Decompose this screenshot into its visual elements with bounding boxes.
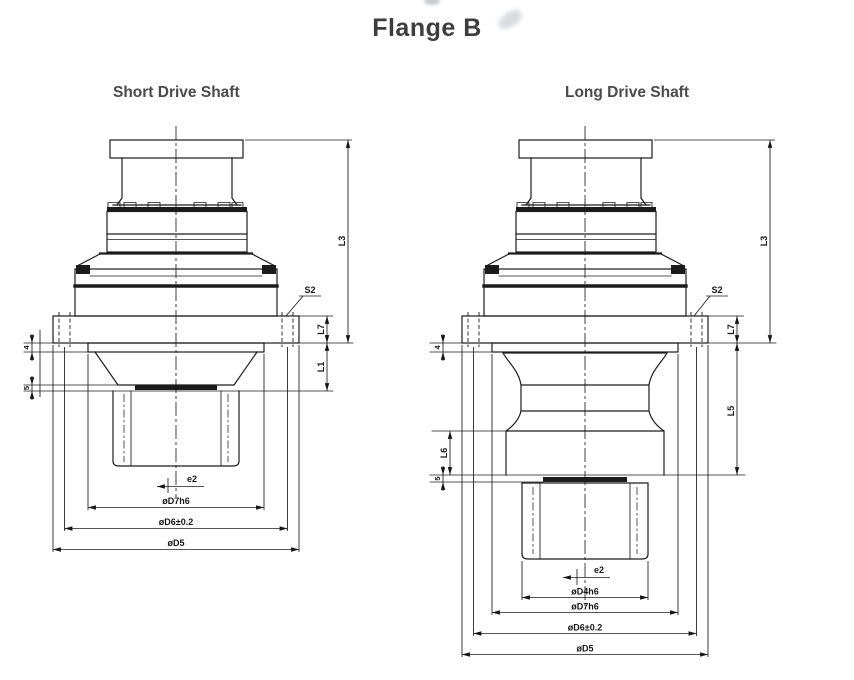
short-shaft-lower-outline bbox=[23, 342, 354, 467]
dim-label-l3: L3 bbox=[337, 236, 347, 247]
dim-label-d7: øD7h6 bbox=[571, 602, 599, 612]
dim-label-d5: øD5 bbox=[576, 644, 593, 654]
dim-label-d6: øD6±0.2 bbox=[159, 517, 193, 527]
drawing-long-drive-shaft: L3 S2 L7 L5 4 L6 5 e2 øD4h6 øD7h6 øD6±0.… bbox=[429, 126, 777, 657]
output-shaft bbox=[521, 482, 649, 560]
dim-label-l7: L7 bbox=[316, 324, 326, 335]
dim-label-d7: øD7h6 bbox=[162, 496, 190, 506]
dim-label-d6: øD6±0.2 bbox=[568, 623, 602, 633]
shaft-washer bbox=[135, 385, 217, 390]
dim-label-5: 5 bbox=[22, 386, 31, 390]
scan-smudge bbox=[424, 0, 440, 5]
dim-label-4: 4 bbox=[22, 345, 31, 350]
dim-label-e2: e2 bbox=[594, 565, 604, 575]
dim-label-e2: e2 bbox=[187, 474, 197, 484]
short-dimension-lines bbox=[29, 139, 352, 552]
shaft-washer bbox=[543, 477, 627, 482]
output-cone bbox=[94, 351, 258, 386]
caption-long-drive-shaft: Long Drive Shaft bbox=[565, 84, 690, 101]
page-title: Flange B bbox=[372, 14, 482, 42]
long-dimension-labels: L3 S2 L7 L5 4 L6 5 e2 øD4h6 øD7h6 øD6±0.… bbox=[433, 236, 769, 654]
long-shaft-lower-outline bbox=[429, 342, 777, 560]
dim-label-d5: øD5 bbox=[167, 538, 184, 548]
dim-label-d4: øD4h6 bbox=[571, 587, 599, 597]
pilot-boss bbox=[87, 342, 265, 353]
spool-housing bbox=[502, 352, 668, 476]
drawing-short-drive-shaft: L3 S2 L7 L1 4 5 e2 øD7h6 øD6±0.2 øD5 bbox=[22, 126, 354, 552]
dim-label-l7: L7 bbox=[726, 324, 736, 335]
short-dimension-labels: L3 S2 L7 L1 4 5 e2 øD7h6 øD6±0.2 øD5 bbox=[22, 236, 347, 548]
dim-label-l1: L1 bbox=[316, 362, 326, 373]
dim-label-s2: S2 bbox=[304, 285, 315, 295]
long-dimension-lines bbox=[440, 139, 775, 657]
dim-label-4: 4 bbox=[433, 345, 442, 350]
caption-short-drive-shaft: Short Drive Shaft bbox=[113, 84, 240, 101]
output-shaft bbox=[112, 390, 240, 467]
dim-label-l6: L6 bbox=[439, 448, 449, 459]
dim-label-s2: S2 bbox=[711, 285, 722, 295]
dim-label-5: 5 bbox=[433, 476, 442, 480]
pilot-boss bbox=[491, 342, 679, 353]
dim-label-l3: L3 bbox=[759, 236, 769, 247]
dim-label-l5: L5 bbox=[726, 406, 736, 417]
